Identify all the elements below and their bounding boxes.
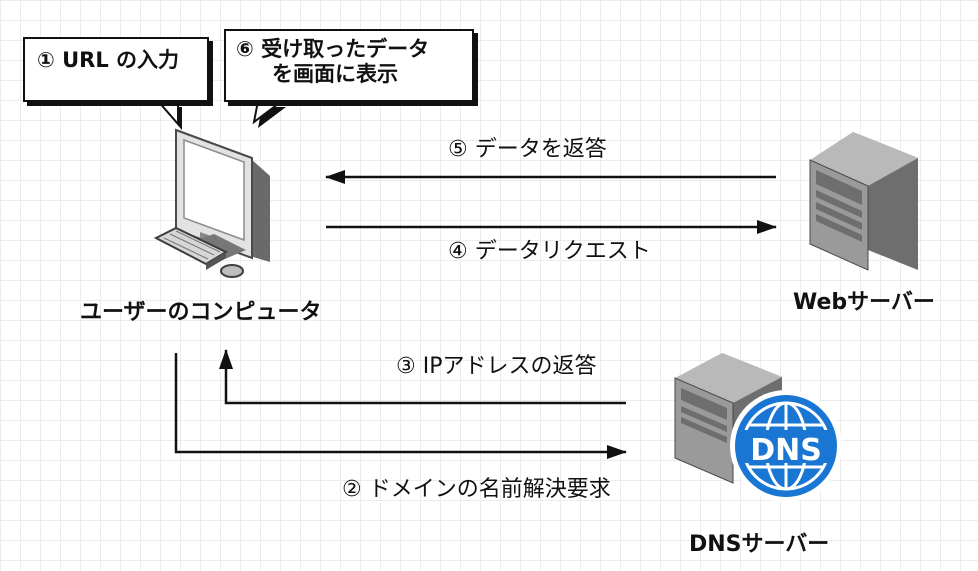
bubble-tail-display xyxy=(252,100,286,128)
computer-icon xyxy=(153,128,270,278)
bubble-display-line2: を画面に表示 xyxy=(272,62,398,87)
arrow-name-resolution-request xyxy=(174,353,627,459)
dns-globe-icon: DNS xyxy=(730,390,842,502)
dns-badge-label: DNS xyxy=(750,433,822,468)
bubble-url-input-text: ① URL の入力 xyxy=(37,48,180,72)
ip-response-label: ③ IPアドレスの返答 xyxy=(396,354,597,379)
bubble-url-input: ① URL の入力 xyxy=(23,37,209,102)
name-resolution-label: ② ドメインの名前解決要求 xyxy=(342,477,611,502)
arrow-ip-response xyxy=(219,349,626,405)
user-computer-label: ユーザーのコンピュータ xyxy=(80,300,322,325)
web-server-label: Webサーバー xyxy=(793,290,935,315)
data-response-label: ⑤ データを返答 xyxy=(448,137,607,162)
bubble-display-data: ⑥ 受け取ったデータ を画面に表示 xyxy=(224,29,474,102)
data-request-label: ④ データリクエスト xyxy=(448,239,651,264)
dns-server-label: DNSサーバー xyxy=(689,532,830,557)
web-server-icon xyxy=(809,132,918,271)
bubble-display-line1: ⑥ 受け取ったデータ xyxy=(236,37,430,61)
bubble-tail-url xyxy=(157,100,182,130)
